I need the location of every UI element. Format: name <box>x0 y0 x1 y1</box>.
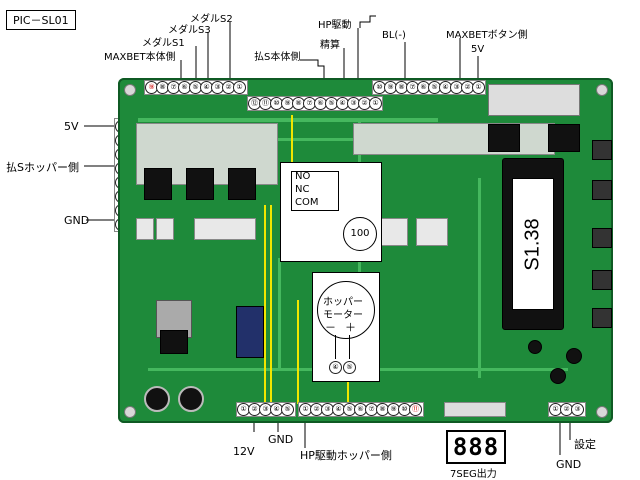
pin-bl-4: ④ <box>270 403 283 416</box>
pin-bm-11: ⑪ <box>409 403 422 416</box>
label-harai-hopper: 払Sホッパー側 <box>6 161 79 174</box>
pin-br-1: ① <box>549 403 562 416</box>
hopper-text-1: ホッパー <box>323 297 363 308</box>
motor-pin-5: ⑤ <box>343 361 356 374</box>
hopper-motor-box: ホッパー モーター － ＋ ④ ⑤ <box>312 272 380 382</box>
label-hp-drive: HP駆動 <box>318 20 352 31</box>
label-gnd-mid: GND <box>268 433 294 446</box>
relay-com: COM <box>295 197 319 208</box>
label-medal-s2: メダルS2 <box>190 14 233 25</box>
pin-tr-1: ① <box>472 81 485 94</box>
label-gnd-right: GND <box>556 458 582 471</box>
pin-tm-5: ⑤ <box>325 97 338 110</box>
pin-tl-1: ① <box>233 81 246 94</box>
connector-top-left: ⑨ ⑧ ⑦ ⑥ ⑤ ④ ③ ② ① <box>144 80 248 95</box>
board-title: PIC－SL01 <box>6 10 76 30</box>
label-hp-drive-hopper: HP駆動ホッパー側 <box>300 449 392 462</box>
relay-nc: NC <box>295 184 310 195</box>
label-medal-s1: メダルS1 <box>142 38 185 49</box>
label-maxbet-button: MAXBETボタン側 <box>446 30 528 41</box>
seg-display: 888 <box>446 430 506 464</box>
pin-bl-5: ⑤ <box>281 403 294 416</box>
relay-contact-box: NO NC COM 100 <box>280 162 382 262</box>
chip-label-box: S1.38 <box>512 178 554 310</box>
motor-minus: － <box>325 321 336 334</box>
label-seisan: 精算 <box>320 40 340 51</box>
hopper-text-2: モーター <box>323 310 363 321</box>
pin-br-3: ③ <box>571 403 584 416</box>
label-7seg: 7SEG出力 <box>450 469 497 480</box>
connector-bottom-right: ① ② ③ <box>548 402 586 417</box>
label-12v: 12V <box>233 445 255 458</box>
label-bl: BL(-) <box>382 30 406 41</box>
label-settei: 設定 <box>574 438 596 451</box>
connector-top-mid: ⑫ ⑪ ⑩ ⑨ ⑧ ⑦ ⑥ ⑤ ④ ③ ② ① <box>247 96 383 111</box>
pin-bm-7: ⑦ <box>365 403 378 416</box>
label-maxbet-body: MAXBET本体側 <box>104 52 176 63</box>
label-medal-s3: メダルS3 <box>168 25 211 36</box>
connector-bottom-mid: ① ② ③ ④ ⑤ ⑥ ⑦ ⑧ ⑨ ⑩ ⑪ <box>298 402 424 417</box>
label-5v-top: 5V <box>471 44 485 55</box>
label-left-gnd: GND <box>64 214 90 227</box>
motor-pin-4: ④ <box>329 361 342 374</box>
pin-tm-2: ② <box>358 97 371 110</box>
relay-circle: 100 <box>343 217 377 251</box>
connector-7seg <box>444 402 506 417</box>
connector-bottom-left: ① ② ③ ④ ⑤ <box>236 402 296 417</box>
label-harai-body: 払S本体側 <box>254 52 301 63</box>
motor-plus: ＋ <box>345 321 356 334</box>
relay-no: NO <box>295 171 311 182</box>
connector-top-right: ⑩ ⑨ ⑧ ⑦ ⑥ ⑤ ④ ③ ② ① <box>372 80 486 95</box>
label-left-5v: 5V <box>64 120 79 133</box>
pin-tm-1: ① <box>369 97 382 110</box>
